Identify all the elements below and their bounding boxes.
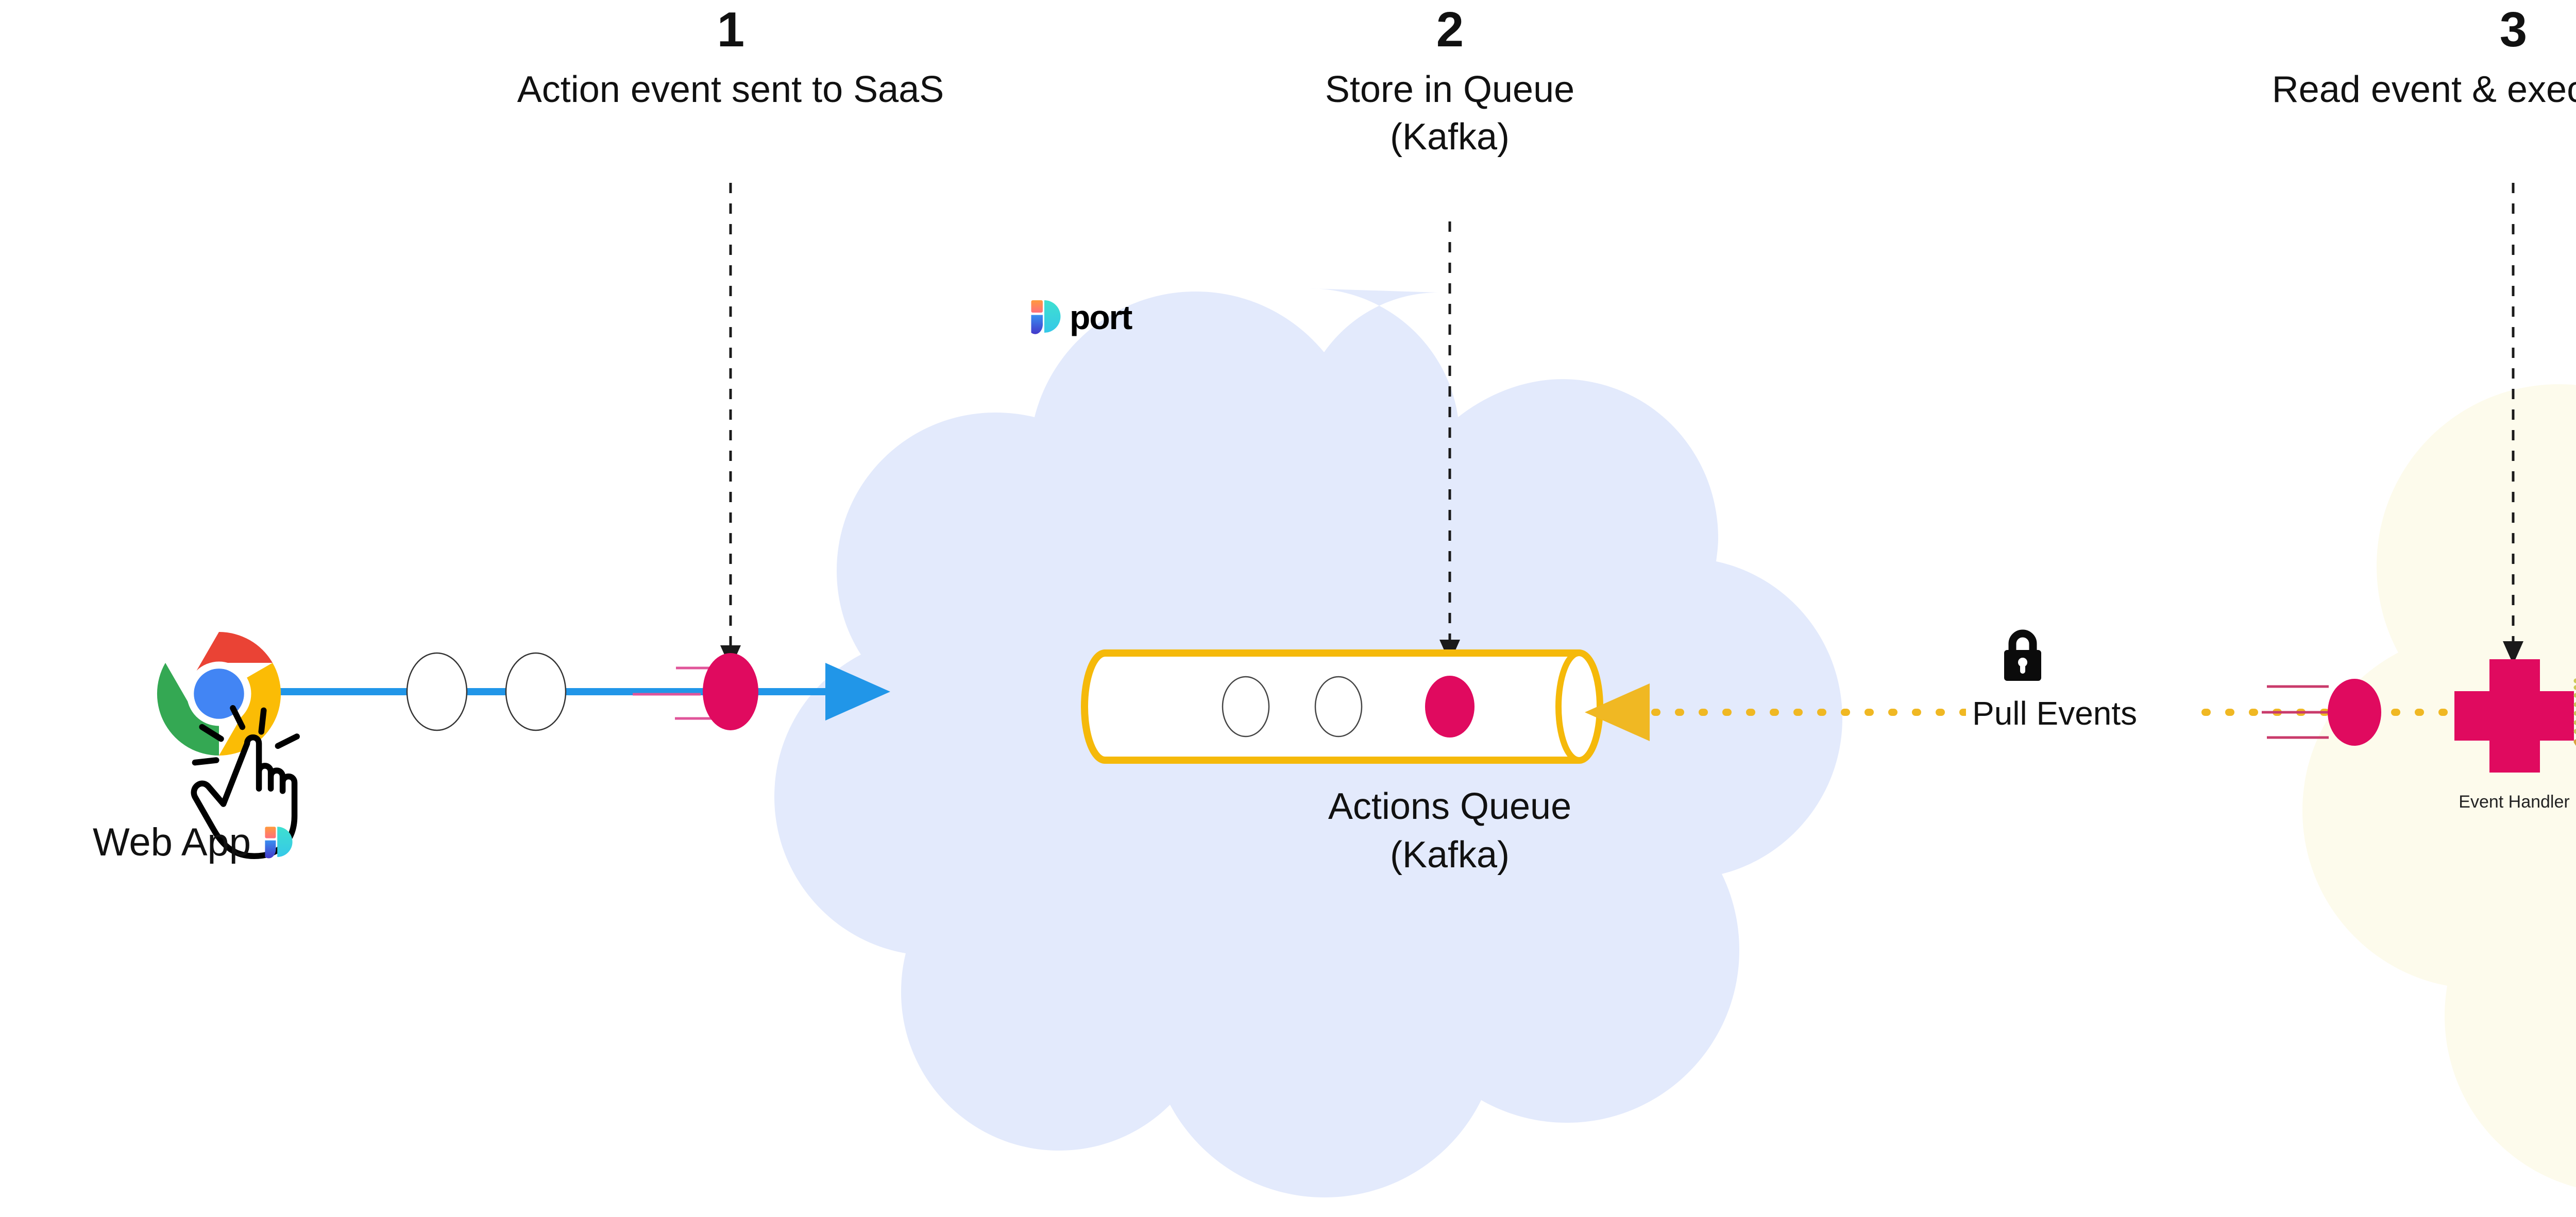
event-handler-label: Event Handler [2459, 792, 2570, 812]
runner-cloud-shape [2302, 384, 2576, 1188]
event-handler-icon [2454, 659, 2574, 773]
queue-slot-filled [1425, 676, 1475, 738]
queue-slot-empty [1222, 676, 1270, 738]
chrome-icon [157, 632, 281, 756]
event-dot-pulled [2262, 679, 2381, 746]
port-logo-icon [265, 826, 293, 859]
lock-icon [2004, 629, 2041, 681]
port-brand-logo: port [1030, 298, 1132, 337]
actions-queue-cylinder [1081, 649, 1603, 764]
port-wordmark: port [1070, 298, 1132, 336]
chrome-browser-node[interactable] [155, 629, 283, 758]
click-hand-cursor-icon [191, 705, 300, 860]
event-slot-empty [406, 652, 468, 731]
webapp-label-group: Web App [93, 820, 293, 865]
queue-slot-empty [1314, 676, 1363, 738]
event-slot-empty [505, 652, 567, 731]
webapp-label: Web App [93, 820, 251, 864]
event-dot-in-transit [633, 653, 758, 730]
port-logo-icon [1031, 300, 1061, 334]
pull-events-label: Pull Events [1966, 694, 2144, 732]
